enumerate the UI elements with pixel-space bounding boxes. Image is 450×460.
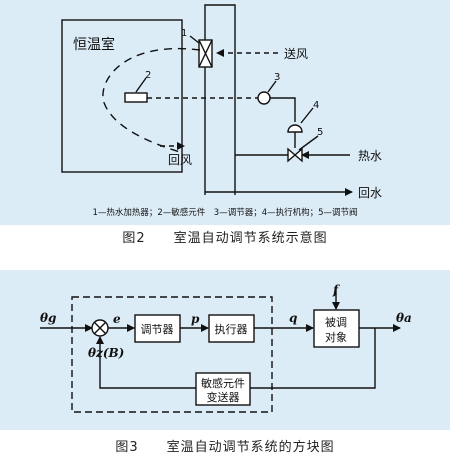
error-symbol: e xyxy=(113,312,121,326)
number-1: 1 xyxy=(181,28,187,39)
figure-2-labels: 恒温室 送风 回风 热水 回水 1 2 3 4 5 1—热水加热器；2—敏感元件… xyxy=(73,28,382,218)
output-symbol: θa xyxy=(396,311,412,325)
actuator-label: 执行器 xyxy=(215,322,248,336)
input-symbol: θg xyxy=(40,311,56,325)
sensor-label-line1: 敏感元件 xyxy=(201,376,245,390)
q-symbol: q xyxy=(289,311,297,325)
sensing-element xyxy=(124,92,148,103)
comparator-cross-b xyxy=(93,321,107,335)
regulator-label: 调节器 xyxy=(141,323,174,336)
control-valve xyxy=(287,147,303,163)
figure-3 xyxy=(40,288,401,413)
number-3: 3 xyxy=(274,72,280,83)
feedback-line-left xyxy=(96,336,196,389)
figure-3-caption: 图3 室温自动调节系统的方块图 xyxy=(115,440,335,455)
feedback-line-right xyxy=(250,328,376,389)
figure-3-labels: θg e p q f θa θz(B) 调节器 执行器 被调 对象 敏感元件 变… xyxy=(40,283,412,404)
sensor-label-line2: 变送器 xyxy=(207,390,240,404)
figure-2-caption: 图2 室温自动调节系统示意图 xyxy=(122,231,328,246)
leader-3 xyxy=(267,80,277,93)
controlled-object-block xyxy=(313,309,360,348)
return-water-label: 回水 xyxy=(358,186,382,200)
regulator-block xyxy=(134,314,181,343)
hot-water-label: 热水 xyxy=(358,149,382,163)
number-4: 4 xyxy=(313,100,319,111)
component-legend: 1—热水加热器；2—敏感元件 3—调节器；4—执行机构；5—调节阀 xyxy=(92,207,357,218)
p-symbol: p xyxy=(191,312,200,326)
air-duct xyxy=(204,4,236,195)
disturbance-symbol: f xyxy=(332,283,340,297)
figure-2-panel xyxy=(0,0,450,225)
air-flow-path xyxy=(102,47,201,153)
leader-4 xyxy=(300,107,314,124)
plant-label-line2: 对象 xyxy=(325,330,347,344)
figure-2 xyxy=(61,4,353,196)
supply-air-label: 送风 xyxy=(284,46,308,61)
regulator xyxy=(257,91,271,105)
leader-1 xyxy=(189,35,200,44)
thermostatic-room xyxy=(61,19,183,173)
actuator xyxy=(287,124,303,133)
number-5: 5 xyxy=(317,127,323,138)
sensor-transmitter-block xyxy=(195,372,251,406)
number-2: 2 xyxy=(145,70,151,81)
regulator-signal-line xyxy=(270,97,296,122)
return-air-label: 回风 xyxy=(168,153,192,167)
plant-label-line1: 被调 xyxy=(325,316,347,329)
controller-boundary xyxy=(71,296,273,413)
heater-cross-b xyxy=(198,39,213,68)
feedback-symbol: θz(B) xyxy=(88,346,124,360)
leader-2 xyxy=(135,77,147,93)
leader-5 xyxy=(298,135,319,151)
room-label: 恒温室 xyxy=(73,36,115,53)
